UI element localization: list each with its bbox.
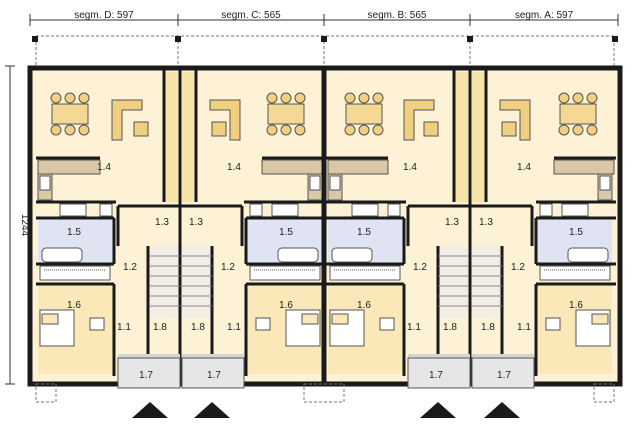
label-hall-a: 1.2 <box>511 262 525 273</box>
label-bedroom-d: 1.6 <box>67 300 81 311</box>
unit-c <box>180 68 324 376</box>
label-wc-c: 1.3 <box>189 217 203 228</box>
label-wc-d: 1.3 <box>155 217 169 228</box>
label-entry-b: 1.1 <box>407 322 421 333</box>
segment-d-label: segm. D: 597 <box>74 10 134 21</box>
label-storage-d: 1.8 <box>153 322 167 333</box>
unit-a <box>470 68 616 376</box>
stair-d <box>150 246 180 318</box>
label-porch-a: 1.7 <box>497 370 511 381</box>
label-kitchen-living-d: 1.4 <box>97 162 111 173</box>
overall-dimension-label: 1244 <box>19 214 30 237</box>
unit-d <box>36 68 182 384</box>
roof-outline-bottom <box>35 383 615 403</box>
top-dimension-line <box>29 14 619 26</box>
label-entry-c: 1.1 <box>227 322 241 333</box>
label-storage-c: 1.8 <box>191 322 205 333</box>
stair-b <box>438 246 468 318</box>
label-kitchen-living-c: 1.4 <box>227 162 241 173</box>
label-wc-a: 1.3 <box>479 217 493 228</box>
label-bath-d: 1.5 <box>67 227 81 238</box>
label-bath-a: 1.5 <box>569 227 583 238</box>
label-bath-c: 1.5 <box>279 227 293 238</box>
label-entry-d: 1.1 <box>117 322 131 333</box>
label-bedroom-c: 1.6 <box>279 300 293 311</box>
dimension-markers-top <box>32 36 618 42</box>
label-porch-d: 1.7 <box>139 370 153 381</box>
label-bath-b: 1.5 <box>357 227 371 238</box>
label-wc-b: 1.3 <box>445 217 459 228</box>
label-porch-c: 1.7 <box>207 370 221 381</box>
label-kitchen-living-b: 1.4 <box>403 162 417 173</box>
label-hall-d: 1.2 <box>123 262 137 273</box>
stair-a <box>472 246 502 318</box>
segment-c-label: segm. C: 565 <box>221 10 281 21</box>
label-bedroom-a: 1.6 <box>569 300 583 311</box>
label-storage-a: 1.8 <box>481 322 495 333</box>
porches <box>117 357 535 389</box>
label-bedroom-b: 1.6 <box>357 300 371 311</box>
label-storage-b: 1.8 <box>443 322 457 333</box>
label-hall-c: 1.2 <box>221 262 235 273</box>
label-entry-a: 1.1 <box>517 322 531 333</box>
stair-c <box>182 246 212 318</box>
entrance-arrows <box>132 402 520 418</box>
label-porch-b: 1.7 <box>429 370 443 381</box>
segment-a-label: segm. A: 597 <box>515 10 574 21</box>
label-hall-b: 1.2 <box>413 262 427 273</box>
room-labels: 1.4 1.5 1.2 1.3 1.6 1.1 1.8 1.7 1.4 1.5 … <box>67 162 583 381</box>
label-kitchen-living-a: 1.4 <box>517 162 531 173</box>
stair-treads <box>150 255 502 307</box>
left-dimension-line <box>5 65 15 385</box>
segment-b-label: segm. B: 565 <box>368 10 427 21</box>
